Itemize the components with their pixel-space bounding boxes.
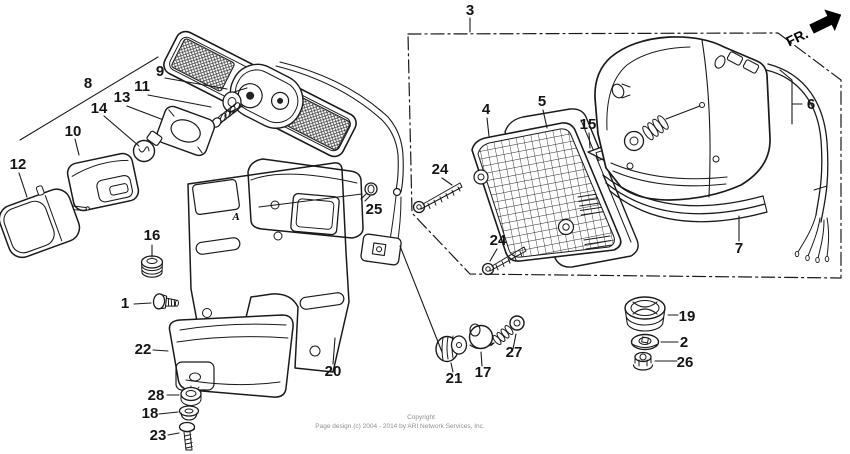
part-callout-12[interactable]: 12 xyxy=(10,156,27,173)
part-callout-25[interactable]: 25 xyxy=(366,201,383,218)
part-callout-8[interactable]: 8 xyxy=(84,75,92,92)
grommet-16 xyxy=(140,255,164,278)
part-callout-26[interactable]: 26 xyxy=(677,354,694,371)
view-marker-a: A xyxy=(231,211,239,223)
part-callout-10[interactable]: 10 xyxy=(65,123,82,140)
grommet-17 xyxy=(468,323,494,350)
screw-1 xyxy=(152,293,179,310)
wiring-harness xyxy=(714,51,830,264)
copyright-line2: Page design (c) 2004 - 2014 by ARI Netwo… xyxy=(315,423,485,430)
mounting-bracket xyxy=(187,162,350,373)
part-callout-1[interactable]: 1 xyxy=(121,295,129,312)
screw-24-lower xyxy=(481,246,527,276)
part-callout-16[interactable]: 16 xyxy=(144,227,161,244)
part-callout-19[interactable]: 19 xyxy=(679,308,696,325)
part-callout-20[interactable]: 20 xyxy=(325,363,342,380)
part-callout-24[interactable]: 24 xyxy=(490,232,507,249)
nut-26 xyxy=(632,351,654,371)
part-callout-2[interactable]: 2 xyxy=(680,334,688,351)
housing-spring xyxy=(642,102,705,141)
washer-2 xyxy=(630,333,660,351)
strip-trim-curve xyxy=(275,65,399,191)
part-callout-13[interactable]: 13 xyxy=(114,89,131,106)
tail-lamp-housing xyxy=(594,36,771,201)
part-callout-24[interactable]: 24 xyxy=(432,161,449,178)
leader-lines xyxy=(18,17,803,436)
part-callout-7[interactable]: 7 xyxy=(735,240,743,257)
part-callout-11[interactable]: 11 xyxy=(134,78,150,95)
washer-18 xyxy=(178,405,200,421)
part-callout-15[interactable]: 15 xyxy=(580,116,597,133)
collar-28 xyxy=(180,385,202,406)
part-callout-22[interactable]: 22 xyxy=(135,341,152,358)
reflector-strip xyxy=(163,30,404,252)
part-callout-21[interactable]: 21 xyxy=(446,370,463,387)
part-callout-3[interactable]: 3 xyxy=(466,2,474,19)
part-callout-9[interactable]: 9 xyxy=(156,63,164,80)
screw-23 xyxy=(178,421,196,451)
license-lamp-housing xyxy=(247,158,402,266)
part-callout-23[interactable]: 23 xyxy=(150,427,167,444)
part-callout-4[interactable]: 4 xyxy=(482,101,491,118)
fr-label: FR. xyxy=(783,25,810,49)
bulb-socket xyxy=(222,87,248,113)
screw-27 xyxy=(490,315,525,347)
screw-24-upper xyxy=(412,182,463,214)
part-callout-6[interactable]: 6 xyxy=(807,96,815,113)
part-callout-17[interactable]: 17 xyxy=(475,364,492,381)
bulb-14 xyxy=(132,130,163,163)
part-callout-27[interactable]: 27 xyxy=(506,344,523,361)
collar-21 xyxy=(435,335,468,363)
copyright-line1: Copyright xyxy=(407,414,435,421)
grommet-19 xyxy=(624,296,666,332)
tail-lamp-lens xyxy=(471,122,622,262)
fr-direction-marker: FR. xyxy=(783,9,842,49)
detail-box-border xyxy=(407,32,842,279)
part-callout-28[interactable]: 28 xyxy=(148,387,165,404)
lens-12 xyxy=(0,185,90,259)
fr-arrow-icon xyxy=(809,9,842,34)
rubber-boot xyxy=(66,152,140,212)
mud-guard xyxy=(168,314,294,398)
housing-gasket-7 xyxy=(602,174,768,223)
part-callout-14[interactable]: 14 xyxy=(91,100,108,117)
gasket-plate xyxy=(156,105,216,157)
screw-25 xyxy=(360,182,378,202)
part-callout-18[interactable]: 18 xyxy=(142,405,159,422)
part-callout-5[interactable]: 5 xyxy=(538,93,546,110)
